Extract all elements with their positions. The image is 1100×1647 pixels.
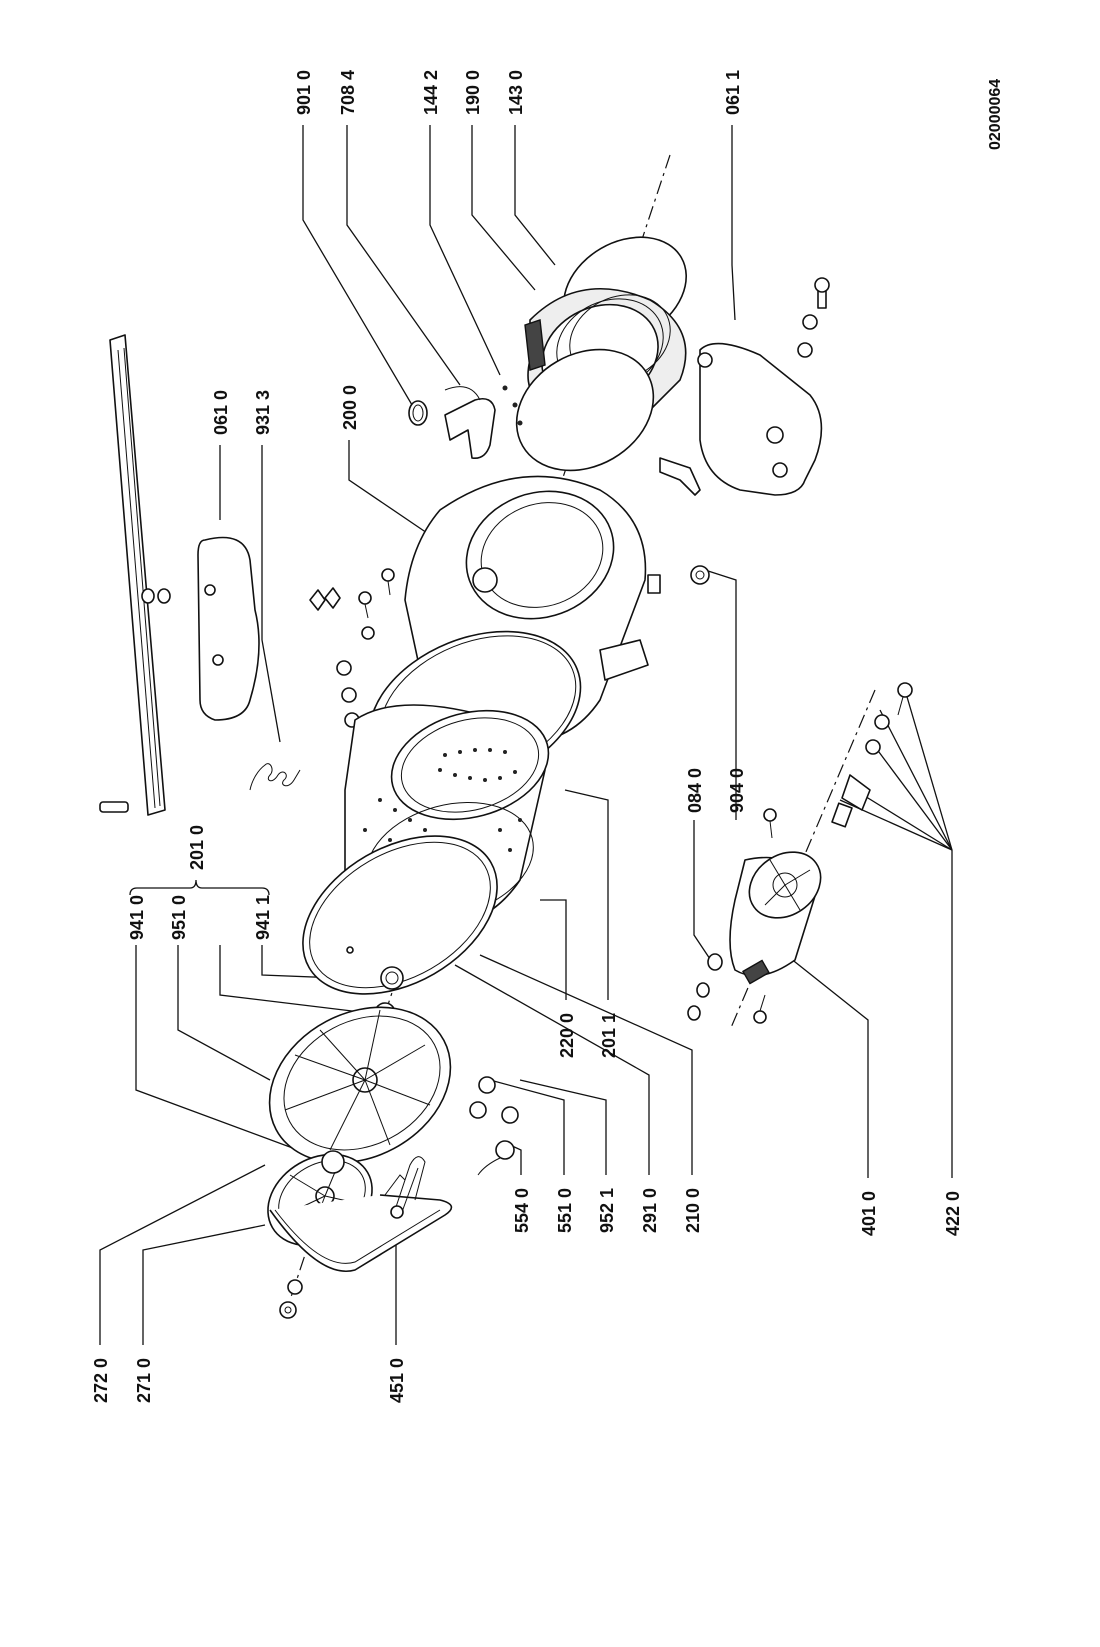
small-parts-084-0 bbox=[687, 953, 723, 1021]
part-label: 904 0 bbox=[727, 768, 747, 813]
spring-931-3 bbox=[249, 763, 301, 791]
part-label: 201 1 bbox=[599, 1013, 619, 1058]
part-label: 931 3 bbox=[253, 390, 273, 435]
part-label: 144 2 bbox=[421, 70, 441, 115]
part-labels: 901 0 708 4 144 2 190 0 143 0 061 1 061 … bbox=[91, 70, 1004, 1403]
drum-ring-210-0 bbox=[302, 835, 498, 995]
part-label: 271 0 bbox=[134, 1358, 154, 1403]
part-label: 941 0 bbox=[127, 895, 147, 940]
part-label: 551 0 bbox=[555, 1188, 575, 1233]
pulley-nuts bbox=[279, 1279, 303, 1319]
small-parts bbox=[469, 1076, 519, 1176]
part-label: 901 0 bbox=[294, 70, 314, 115]
rear-cover-952-1 bbox=[268, 1006, 452, 1164]
part-label: 291 0 bbox=[640, 1188, 660, 1233]
leader-lines bbox=[99, 125, 953, 1345]
part-label: 554 0 bbox=[512, 1188, 532, 1233]
document-id: 02000064 bbox=[987, 79, 1004, 150]
front-ring-144-2 bbox=[502, 348, 655, 472]
counterweight-061-1 bbox=[697, 277, 830, 496]
part-label: 084 0 bbox=[685, 768, 705, 813]
belt-271-0 bbox=[269, 1194, 453, 1272]
part-label: 952 1 bbox=[597, 1188, 617, 1233]
bearing-941-1 bbox=[380, 966, 404, 990]
part-label: 401 0 bbox=[859, 1191, 879, 1236]
nut-904-0 bbox=[690, 565, 710, 585]
group-brace bbox=[129, 879, 270, 896]
part-label: 272 0 bbox=[91, 1358, 111, 1403]
motor-401-0 bbox=[729, 808, 822, 1024]
part-label: 210 0 bbox=[683, 1188, 703, 1233]
part-label: 061 0 bbox=[211, 390, 231, 435]
group-label: 201 0 bbox=[187, 825, 207, 870]
part-label: 451 0 bbox=[387, 1358, 407, 1403]
part-label: 708 4 bbox=[338, 70, 358, 115]
part-label: 200 0 bbox=[340, 385, 360, 430]
part-label: 061 1 bbox=[723, 70, 743, 115]
motor-mounts-422-0 bbox=[831, 682, 913, 828]
bracket bbox=[659, 457, 701, 496]
part-label: 422 0 bbox=[943, 1191, 963, 1236]
part-label: 220 0 bbox=[557, 1013, 577, 1058]
part-label: 143 0 bbox=[506, 70, 526, 115]
heater-451-0 bbox=[384, 1156, 426, 1219]
part-label: 190 0 bbox=[463, 70, 483, 115]
top-rail bbox=[99, 334, 166, 816]
hose-708-4 bbox=[408, 386, 496, 460]
part-label: 941 1 bbox=[253, 895, 273, 940]
counterweight-061-0 bbox=[141, 536, 260, 721]
part-label: 951 0 bbox=[169, 895, 189, 940]
